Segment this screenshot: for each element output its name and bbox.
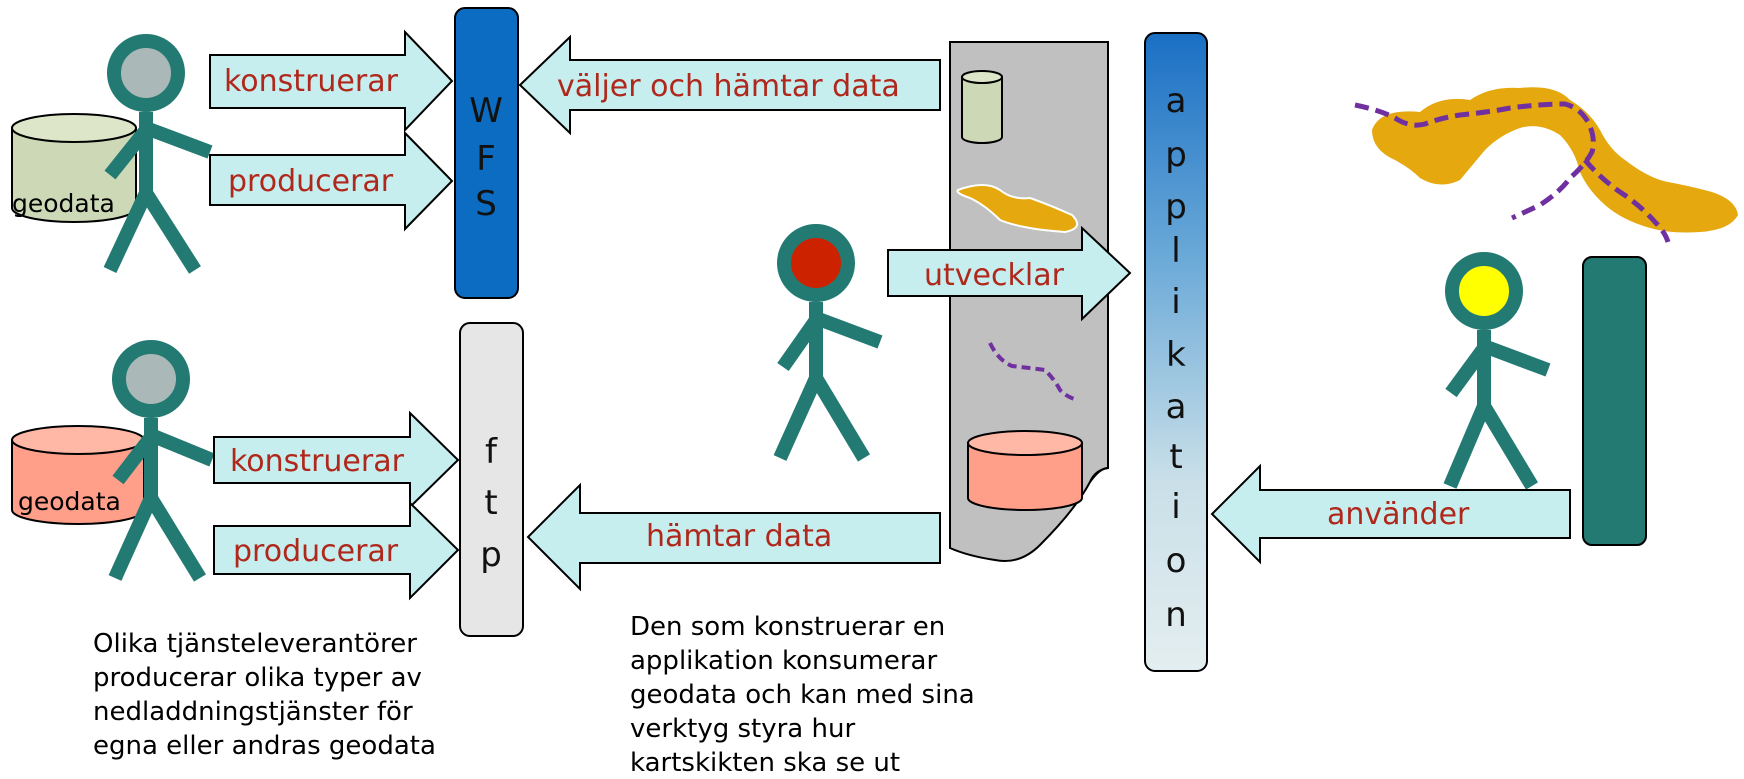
caption-line: Olika tjänsteleverantörer (93, 629, 417, 659)
caption-line: egna eller andras geodata (93, 731, 436, 761)
arrow-producerar-top: producerar (209, 130, 454, 232)
map-result-icon (1372, 87, 1738, 233)
application-bar: a p p l i k a t i o n (1144, 32, 1208, 672)
arrow-producerar-bottom: producerar (213, 500, 460, 601)
arrow-valjer-och-hamtar-data: väljer och hämtar data (518, 34, 941, 136)
provider-figure-top (103, 34, 213, 274)
application-letter: i (1171, 487, 1180, 527)
geodata-cylinder-bottom: geodata (11, 425, 145, 525)
developer-figure (773, 224, 883, 462)
caption-line: Den som konstruerar en (630, 612, 945, 642)
application-letter: n (1165, 595, 1187, 635)
application-letter: o (1166, 541, 1187, 581)
arrow-label: producerar (233, 534, 399, 569)
arrow-konstruerar-top: konstruerar (209, 29, 454, 133)
caption-line: geodata och kan med sina (630, 680, 975, 710)
arrow-utvecklar: utvecklar (887, 225, 1132, 322)
geodata-cylinder-top: geodata (11, 113, 137, 223)
application-letter: a (1166, 387, 1187, 427)
map-shape-icon (956, 184, 1079, 234)
arrow-label: väljer och hämtar data (557, 69, 900, 104)
ftp-letter: f (485, 432, 498, 472)
provider-figure-bottom (108, 340, 215, 582)
arrow-label: utvecklar (924, 258, 1065, 293)
ftp-letter: t (484, 483, 497, 523)
arrow-anvander: använder (1210, 463, 1571, 565)
arrow-label: konstruerar (224, 64, 399, 99)
arrow-hamtar-data: hämtar data (526, 482, 941, 592)
layer-cylinder-green (961, 70, 1003, 144)
ftp-service-bar: f t p (459, 322, 524, 637)
wfs-letter: F (476, 139, 496, 179)
application-letter: k (1166, 335, 1186, 375)
caption-line: applikation konsumerar (630, 646, 937, 676)
application-letter: p (1165, 187, 1187, 227)
ftp-letter: p (480, 535, 502, 575)
data-layers-document (949, 41, 1109, 562)
caption-developer: Den som konstruerar en applikation konsu… (630, 612, 975, 778)
caption-line: verktyg styra hur (630, 714, 855, 744)
geodata-label-bottom: geodata (18, 487, 121, 516)
arrow-label: hämtar data (646, 519, 832, 554)
wfs-service-bar: W F S (454, 7, 519, 299)
user-figure (1443, 252, 1551, 490)
arrow-label: producerar (228, 164, 394, 199)
wfs-letter: S (475, 184, 497, 224)
geodata-label-top: geodata (12, 189, 115, 218)
application-letter: a (1166, 81, 1187, 121)
route-line-icon (1354, 101, 1671, 243)
application-letter: t (1169, 437, 1182, 477)
arrow-label: konstruerar (230, 444, 405, 479)
application-letter: i (1171, 282, 1180, 322)
user-device (1582, 256, 1647, 546)
arrow-label: använder (1327, 497, 1470, 532)
caption-line: producerar olika typer av (93, 663, 422, 693)
application-letter: p (1165, 135, 1187, 175)
caption-line: kartskikten ska se ut (630, 748, 900, 778)
arrow-konstruerar-bottom: konstruerar (213, 410, 460, 510)
caption-line: nedladdningstjänster för (93, 697, 413, 727)
layer-cylinder-red (967, 430, 1083, 511)
wfs-letter: W (469, 91, 503, 131)
application-letter: l (1171, 231, 1180, 271)
caption-providers: Olika tjänsteleverantörer producerar oli… (93, 629, 436, 761)
